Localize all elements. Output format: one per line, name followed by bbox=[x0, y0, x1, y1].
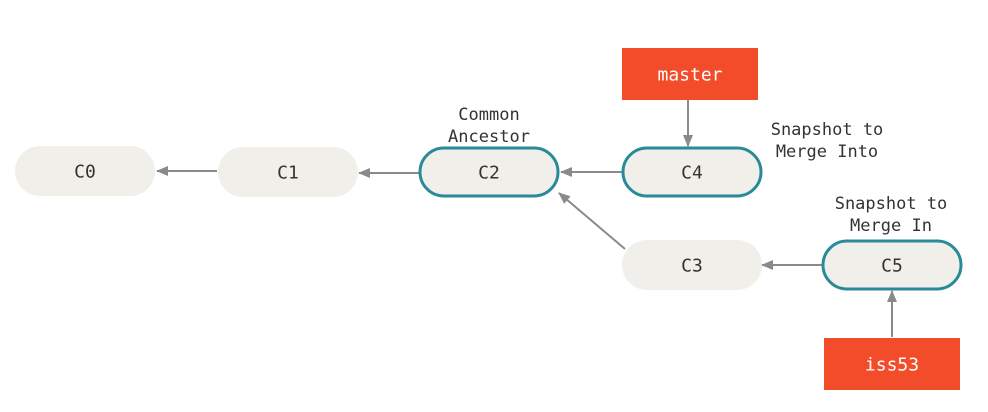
commit-c0-label: C0 bbox=[74, 162, 96, 183]
commit-c0: C0 bbox=[15, 146, 155, 196]
branch-master: master bbox=[622, 48, 758, 100]
branch-iss53-label: iss53 bbox=[865, 355, 919, 376]
branch-master-shape bbox=[622, 48, 758, 100]
commit-c4: C4 bbox=[621, 146, 763, 198]
note-merge-into: Snapshot to Merge Into bbox=[771, 120, 884, 162]
commit-c5-label: C5 bbox=[881, 256, 903, 277]
commit-c2: C2 bbox=[418, 146, 560, 198]
commit-c3-shape bbox=[622, 240, 762, 290]
note-merge-into-line1: Snapshot to bbox=[771, 120, 884, 140]
commit-c4-shape bbox=[621, 146, 763, 198]
branch-iss53-shape bbox=[824, 338, 960, 390]
branch-master-label: master bbox=[657, 65, 722, 86]
commit-c1-label: C1 bbox=[277, 163, 299, 184]
commit-c5-shape bbox=[821, 239, 963, 291]
note-merge-in-line1: Snapshot to bbox=[835, 194, 948, 214]
note-merge-in: Snapshot to Merge In bbox=[835, 194, 948, 236]
note-common-ancestor-line1: Common bbox=[458, 105, 519, 125]
commit-c2-shape bbox=[418, 146, 560, 198]
commit-c3: C3 bbox=[622, 240, 762, 290]
note-merge-into-line2: Merge Into bbox=[776, 142, 878, 162]
commit-arrows bbox=[156, 100, 897, 337]
commit-c1-shape bbox=[218, 147, 358, 197]
commit-c4-label: C4 bbox=[681, 163, 703, 184]
note-merge-in-line2: Merge In bbox=[850, 216, 932, 236]
commit-c1: C1 bbox=[218, 147, 358, 197]
commit-c2-label: C2 bbox=[478, 163, 500, 184]
note-common-ancestor-line2: Ancestor bbox=[448, 127, 530, 147]
commit-c0-shape bbox=[15, 146, 155, 196]
branch-iss53: iss53 bbox=[824, 338, 960, 390]
commit-c5: C5 bbox=[821, 239, 963, 291]
arrow-c3-to-c2 bbox=[558, 192, 626, 250]
commit-c3-label: C3 bbox=[681, 256, 703, 277]
note-common-ancestor: Common Ancestor bbox=[448, 105, 530, 147]
